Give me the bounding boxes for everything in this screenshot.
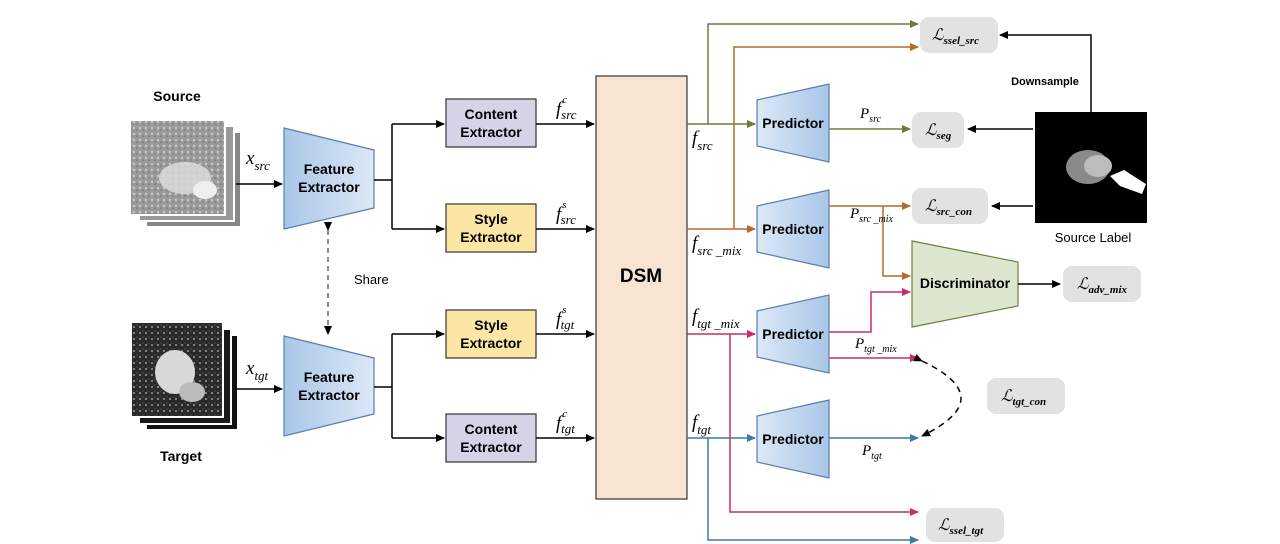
predictor-1 [756, 83, 830, 163]
loss-seg: ℒseg [912, 112, 964, 148]
feature-extractor-bottom [283, 335, 375, 437]
source-label-caption: Source Label [1055, 230, 1132, 245]
x-tgt-label: xtgt [245, 358, 269, 383]
p-src-label: Psrc [859, 106, 882, 125]
f-src-label: fsrc [692, 128, 713, 153]
source-label-image [1035, 112, 1147, 223]
p-src-mix-arrows [829, 202, 911, 280]
svg-text:ℒssel_src: ℒssel_src [932, 27, 979, 47]
feature-extractor-top [283, 127, 375, 230]
style-extractor-top-l1: Style [474, 211, 508, 227]
source-caption: Source [153, 88, 201, 104]
loss-adv-mix: ℒadv_mix [1063, 266, 1141, 302]
f-tgt-label: ftgt [692, 412, 711, 437]
f-tgt-mix-routing [687, 330, 919, 516]
extractor-to-dsm-arrows [536, 120, 595, 442]
svg-text:Psrc _mix: Psrc _mix [849, 206, 894, 225]
discriminator-label: Discriminator [920, 275, 1011, 291]
predictor-3-label: Predictor [762, 326, 824, 342]
predictor-1-label: Predictor [762, 115, 824, 131]
x-src-label: xsrc [245, 148, 270, 173]
p-src-mix-label: Psrc _mix [849, 206, 894, 225]
source-image-stack [129, 119, 242, 228]
f-src-routing [687, 20, 919, 128]
target-caption: Target [160, 448, 202, 464]
dsm-block [595, 75, 688, 500]
svg-text:ftgt: ftgt [692, 412, 711, 437]
discriminator [911, 240, 1019, 328]
svg-text:ℒadv_mix: ℒadv_mix [1077, 276, 1128, 296]
f-tgt-routing [687, 434, 919, 544]
loss-src-con: ℒsrc_con [912, 188, 988, 224]
style-extractor-bottom-l1: Style [474, 317, 508, 333]
svg-text:ℒssel_tgt: ℒssel_tgt [938, 517, 984, 537]
content-extractor-top [445, 98, 537, 148]
style-extractor-top-l2: Extractor [460, 229, 522, 245]
predictor-2-label: Predictor [762, 221, 824, 237]
dsm-label: DSM [620, 266, 662, 287]
svg-text:Ptgt _mix: Ptgt _mix [854, 336, 897, 355]
feature-extractor-top-l1: Feature [304, 161, 355, 177]
f-src-mix-routing [687, 43, 919, 233]
predictor-4 [756, 399, 830, 479]
predictor-4-label: Predictor [762, 431, 824, 447]
share-label: Share [354, 272, 389, 287]
tgt-consistency-link [913, 353, 962, 437]
downsample-label: Downsample [1011, 76, 1079, 88]
predictor-2 [756, 189, 830, 269]
feature-extractor-bottom-l1: Feature [304, 369, 355, 385]
loss-tgt-con: ℒtgt_con [987, 378, 1065, 414]
feature-extractor-bottom-l2: Extractor [298, 387, 360, 403]
fe-bottom-branches [374, 330, 445, 442]
svg-text:ℒsrc_con: ℒsrc_con [925, 198, 972, 218]
p-tgt-label: Ptgt [861, 443, 882, 462]
svg-text:ℒseg: ℒseg [925, 122, 952, 142]
source-label-arrows [967, 31, 1092, 210]
svg-text:fsrc _mix: fsrc _mix [692, 233, 741, 258]
svg-text:ℒtgt_con: ℒtgt_con [1001, 388, 1046, 408]
content-extractor-top-l1: Content [465, 106, 518, 122]
style-extractor-bottom-l2: Extractor [460, 335, 522, 351]
content-extractor-bottom [445, 413, 537, 463]
svg-text:xsrc: xsrc [245, 148, 270, 173]
svg-text:ftgt _mix: ftgt _mix [692, 306, 740, 331]
target-image-stack [130, 321, 239, 431]
loss-ssel-src: ℒssel_src [920, 17, 998, 53]
svg-text:fsrc: fsrc [692, 128, 713, 153]
content-extractor-bottom-l2: Extractor [460, 439, 522, 455]
content-extractor-top-l2: Extractor [460, 124, 522, 140]
style-extractor-bottom [445, 309, 537, 359]
predictor-3 [756, 294, 830, 374]
svg-text:Psrc: Psrc [859, 106, 882, 125]
loss-ssel-tgt: ℒssel_tgt [926, 508, 1004, 542]
svg-text:Ptgt: Ptgt [861, 443, 882, 462]
f-tgt-mix-label: ftgt _mix [692, 306, 740, 331]
svg-text:xtgt: xtgt [245, 358, 269, 383]
fe-top-branches [374, 120, 445, 233]
p-tgt-mix-label: Ptgt _mix [854, 336, 897, 355]
f-src-mix-label: fsrc _mix [692, 233, 741, 258]
feature-extractor-top-l2: Extractor [298, 179, 360, 195]
style-extractor-top [445, 203, 537, 253]
content-extractor-bottom-l1: Content [465, 421, 518, 437]
p-tgt-mix-arrows [829, 288, 919, 362]
